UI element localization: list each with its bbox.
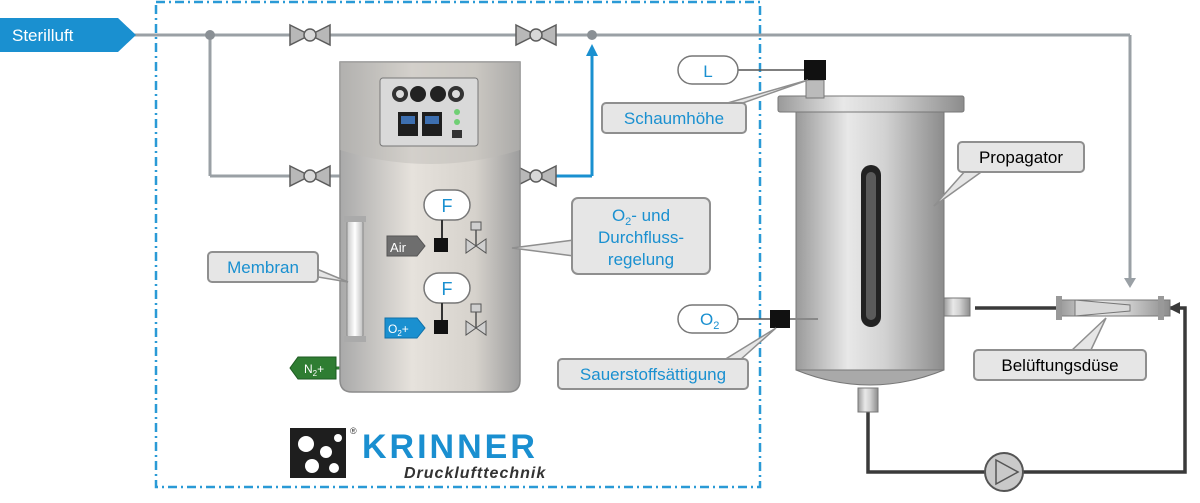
membran-callout: Membran — [207, 251, 349, 283]
level-sensor-callout: L — [677, 55, 804, 85]
circulation-pump — [984, 452, 1024, 492]
o2-sensor-label: O2 — [700, 310, 719, 332]
n2-plus-label: N2+ — [304, 362, 324, 378]
belueftung-callout: Belüftungsdüse — [973, 317, 1147, 381]
o2-sensor-head — [770, 310, 790, 328]
o2-source: O2+ — [384, 317, 426, 339]
flow-sensor-o2-label: F — [442, 279, 453, 299]
bypass-valve-1 — [289, 23, 331, 47]
krinner-logo: ® KRINNER Drucklufttechnik — [290, 426, 546, 482]
air-label: Air — [390, 240, 407, 255]
aeration-nozzle — [1056, 296, 1171, 320]
logo-tagline: Drucklufttechnik — [404, 465, 546, 482]
flow-sensor-air-label: F — [442, 196, 453, 216]
o2-plus-label: O2+ — [388, 322, 409, 338]
krinner-logo-mark — [290, 428, 346, 478]
propagator-tank — [777, 79, 971, 413]
regelung-callout: O2- und Durchfluss- regelung — [511, 197, 711, 275]
control-valve-air — [465, 221, 487, 254]
membran-label: Membran — [227, 258, 299, 277]
regelung-line2: Durchfluss- — [598, 228, 684, 247]
level-sensor-label: L — [703, 62, 712, 81]
control-valve-o2 — [465, 303, 487, 336]
n2-outlet: N2+ — [289, 356, 337, 380]
regelung-line3: regelung — [608, 250, 674, 269]
recirculation-loop — [866, 302, 1187, 474]
aeration-cabinet — [339, 61, 521, 393]
belueftung-label: Belüftungsdüse — [1001, 356, 1118, 375]
propagator-callout: Propagator — [933, 141, 1085, 207]
sterilluft-tag: Sterilluft — [0, 18, 136, 52]
sauerstoff-label: Sauerstoffsättigung — [580, 365, 726, 384]
level-sensor-head — [804, 60, 826, 80]
sterilluft-label: Sterilluft — [12, 26, 74, 45]
schaumhoehe-callout: Schaumhöhe — [601, 79, 809, 134]
schaumhoehe-label: Schaumhöhe — [624, 109, 724, 128]
sterile-air-pipes — [134, 33, 1136, 335]
flow-sensor-o2: F — [423, 272, 471, 334]
logo-registered: ® — [350, 426, 357, 436]
propagator-label: Propagator — [979, 148, 1063, 167]
membrane-module — [344, 216, 366, 342]
inlet-valve — [289, 164, 331, 188]
logo-name: KRINNER — [362, 428, 538, 466]
bypass-valve-2 — [515, 23, 557, 47]
o2-sensor-callout: O2 — [677, 304, 770, 334]
unit-boundary — [154, 0, 762, 489]
flow-sensor-air: F — [423, 189, 471, 252]
regelung-line1: O2- und — [612, 206, 670, 228]
sauerstoff-callout: Sauerstoffsättigung — [557, 327, 777, 390]
air-source: Air — [386, 235, 426, 257]
outlet-valve — [515, 164, 557, 188]
